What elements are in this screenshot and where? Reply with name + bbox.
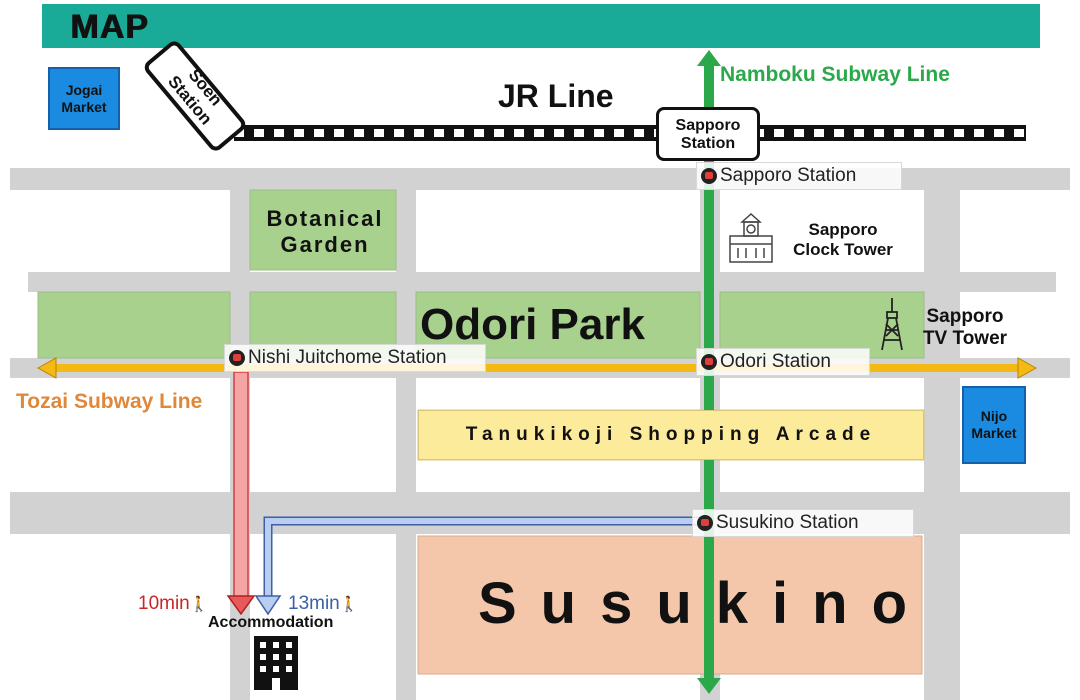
route-10min-time: 10min🚶 [138, 593, 208, 615]
building-icon [254, 636, 298, 690]
city-block [416, 190, 700, 272]
nishi-juitchome-station-tag: Nishi Juitchome Station [224, 344, 486, 372]
map-header-bar [42, 4, 1040, 48]
botanical-garden-label: Botanical Garden [266, 206, 384, 257]
tozai-line-label: Tozai Subway Line [16, 390, 203, 413]
clock-tower-label: Sapporo Clock Tower [793, 220, 893, 259]
city-block [10, 378, 230, 492]
jogai-market-box: Jogai Market [48, 67, 120, 130]
city-block [10, 534, 230, 700]
road-horizontal [28, 272, 1056, 292]
nijo-market-label: Nijo Market [971, 408, 1017, 441]
odori-park-label: Odori Park [420, 300, 645, 349]
road-horizontal [10, 168, 1070, 190]
walking-person-icon: 🚶 [339, 596, 359, 613]
jr-line-track [234, 125, 1026, 141]
sapporo-subway-station-label: Sapporo Station [720, 165, 857, 186]
metro-icon [701, 168, 717, 184]
tanukikoji-label: Tanukikoji Shopping Arcade [465, 424, 877, 445]
route-10min-arrow [226, 595, 256, 616]
route-13min-line [265, 518, 700, 600]
susukino-area-label: Susukino [478, 571, 932, 636]
nishi-juitchome-station-label: Nishi Juitchome Station [248, 347, 447, 368]
sapporo-jr-station-label: Sapporo Station [675, 117, 741, 152]
namboku-arrow-top [697, 50, 721, 66]
accommodation-label: Accommodation [208, 614, 334, 631]
soen-station-box [144, 41, 246, 151]
tv-tower-label: Sapporo TV Tower [922, 306, 1008, 349]
city-block [250, 378, 396, 492]
odori-station-label: Odori Station [720, 351, 831, 372]
jogai-market-label: Jogai Market [61, 81, 107, 115]
city-block [960, 190, 1070, 272]
road-vertical [924, 168, 960, 700]
namboku-arrow-bottom [697, 678, 721, 694]
metro-icon [229, 350, 245, 366]
susukino-area [417, 535, 923, 675]
route-13min-time: 13min🚶 [288, 593, 358, 615]
tozai-arrow-left [36, 357, 57, 379]
map-title: MAP [70, 8, 149, 46]
odori-station-tag: Odori Station [696, 348, 870, 376]
city-block [960, 534, 1070, 700]
susukino-station-label: Susukino Station [716, 512, 859, 533]
nijo-market-box: Nijo Market [962, 386, 1026, 464]
road-vertical [396, 168, 416, 700]
route-10min-label: 10min [138, 593, 190, 614]
tozai-arrow-right [1017, 357, 1038, 379]
metro-icon [701, 354, 717, 370]
city-block [10, 190, 230, 272]
susukino-station-tag: Susukino Station [692, 509, 914, 537]
route-13min-label: 13min [288, 593, 340, 614]
route-10min-line [233, 371, 249, 599]
namboku-line-label: Namboku Subway Line [720, 63, 950, 86]
clock-tower-icon [729, 212, 773, 263]
tanukikoji-label-box: Tanukikoji Shopping Arcade [418, 410, 924, 460]
botanical-garden-block [249, 189, 397, 271]
sapporo-jr-station-box: Sapporo Station [656, 107, 760, 161]
sapporo-subway-station-tag: Sapporo Station [696, 162, 902, 190]
metro-icon [697, 515, 713, 531]
jr-line-label: JR Line [498, 78, 614, 114]
tv-tower-icon [881, 298, 903, 351]
route-13min-arrow [254, 595, 282, 616]
odori-park-block [37, 291, 231, 359]
walking-person-icon: 🚶 [189, 596, 209, 613]
